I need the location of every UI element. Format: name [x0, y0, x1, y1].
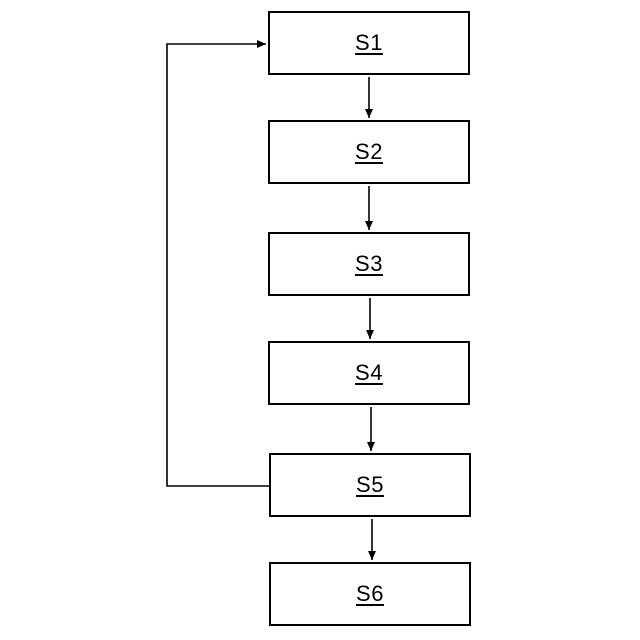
step-label-s4: S4: [355, 360, 383, 386]
step-label-s2: S2: [355, 139, 383, 165]
step-box-s1: S1: [268, 11, 470, 75]
step-label-s1: S1: [355, 30, 383, 56]
step-box-s2: S2: [268, 120, 470, 184]
loop-back-arrow-s5-to-s1: [167, 44, 269, 486]
step-label-s6: S6: [356, 581, 384, 607]
step-label-s5: S5: [356, 472, 384, 498]
step-box-s5: S5: [269, 453, 471, 517]
step-box-s6: S6: [269, 562, 471, 626]
step-label-s3: S3: [355, 251, 383, 277]
step-box-s4: S4: [268, 341, 470, 405]
step-box-s3: S3: [268, 232, 470, 296]
